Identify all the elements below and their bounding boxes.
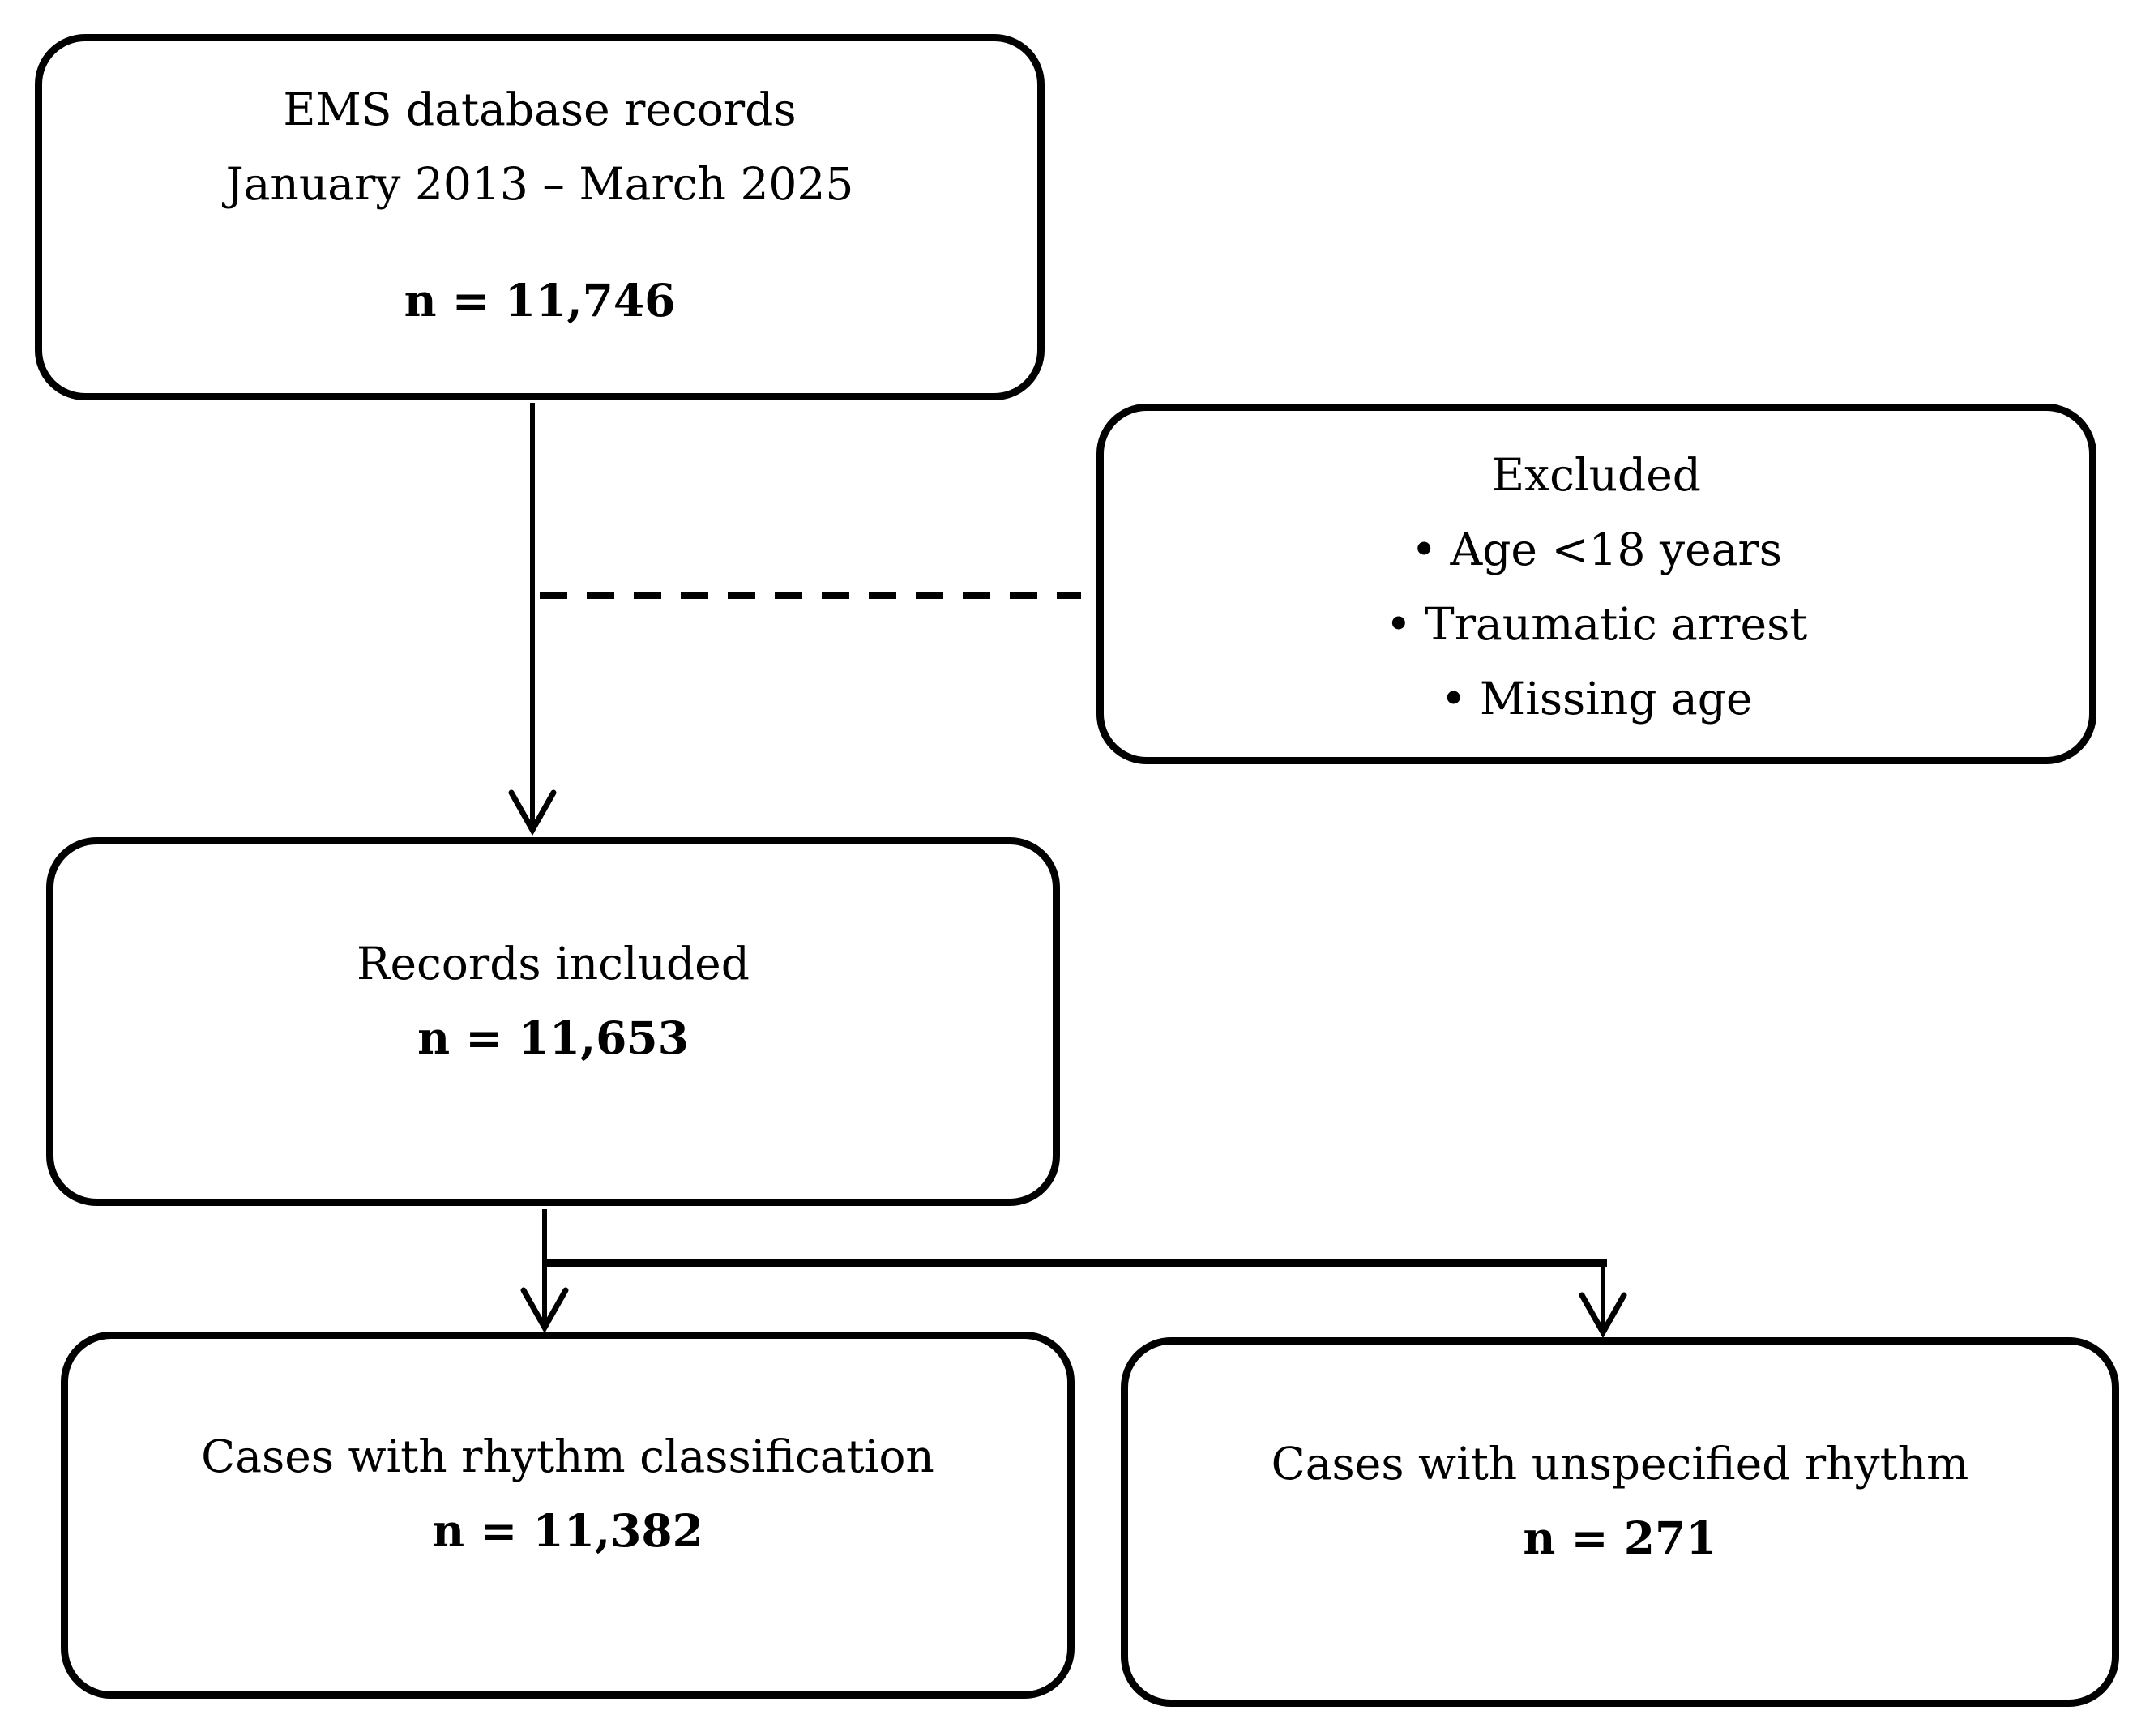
spacer (42, 221, 1037, 263)
excluded-item-label: Missing age (1479, 673, 1753, 725)
box-count: n = 11,382 (432, 1504, 703, 1557)
excluded-item: •Traumatic arrest (1104, 587, 2089, 661)
box-records-included: Records included n = 11,653 (46, 837, 1060, 1206)
box-count: n = 11,746 (404, 274, 676, 327)
box-ems-database-records: EMS database records January 2013 – Marc… (35, 34, 1045, 400)
excluded-item: •Age <18 years (1104, 512, 2089, 587)
box-title: Cases with rhythm classification (201, 1430, 934, 1482)
box-count: n = 271 (1523, 1512, 1717, 1564)
bullet-icon: • (1385, 598, 1413, 650)
box-unspecified-rhythm: Cases with unspecified rhythm n = 271 (1121, 1337, 2119, 1707)
box-title: EMS database records (283, 83, 797, 135)
bullet-icon: • (1411, 524, 1438, 575)
box-subtitle: January 2013 – March 2025 (225, 158, 854, 210)
excluded-item-label: Traumatic arrest (1425, 598, 1808, 650)
excluded-item: •Missing age (1104, 661, 2089, 736)
bullet-icon: • (1440, 673, 1467, 725)
box-excluded: Excluded •Age <18 years •Traumatic arres… (1096, 404, 2096, 764)
box-title: Excluded (1492, 449, 1701, 501)
excluded-item-label: Age <18 years (1450, 524, 1782, 575)
box-count: n = 11,653 (417, 1011, 689, 1064)
box-rhythm-classification: Cases with rhythm classification n = 11,… (61, 1332, 1075, 1699)
box-title: Records included (357, 938, 750, 990)
box-title: Cases with unspecified rhythm (1271, 1438, 1969, 1490)
